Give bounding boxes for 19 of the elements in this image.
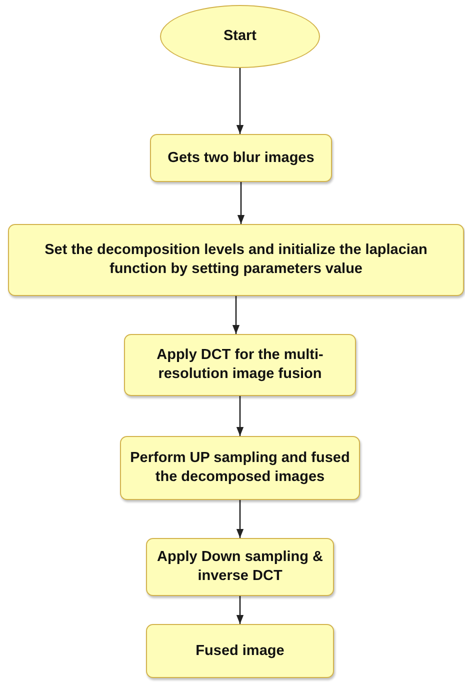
- step-text: Gets two blur images: [168, 148, 314, 168]
- arrow: [236, 396, 244, 436]
- arrow: [237, 182, 245, 224]
- process-box: [124, 334, 356, 396]
- step-text: Apply DCT for the multi-resolution image fusion: [156, 346, 324, 384]
- step-text: Start: [223, 27, 257, 46]
- process-box: [150, 134, 332, 182]
- process-box: [8, 224, 464, 296]
- step-text: Apply Down sampling & inverse DCT: [156, 548, 324, 586]
- process-box: [146, 538, 334, 596]
- step-text: Set the decomposition levels and initialize the laplacian function by setting parameters value: [44, 241, 428, 279]
- arrow: [232, 296, 240, 334]
- arrow: [236, 500, 244, 538]
- step-text: Fused image: [196, 642, 284, 660]
- process-box: [146, 624, 334, 678]
- process-box: [120, 436, 360, 500]
- arrow: [236, 68, 244, 134]
- arrow: [236, 596, 244, 624]
- step-text: Perform UP sampling and fused the decomposed images: [129, 449, 351, 487]
